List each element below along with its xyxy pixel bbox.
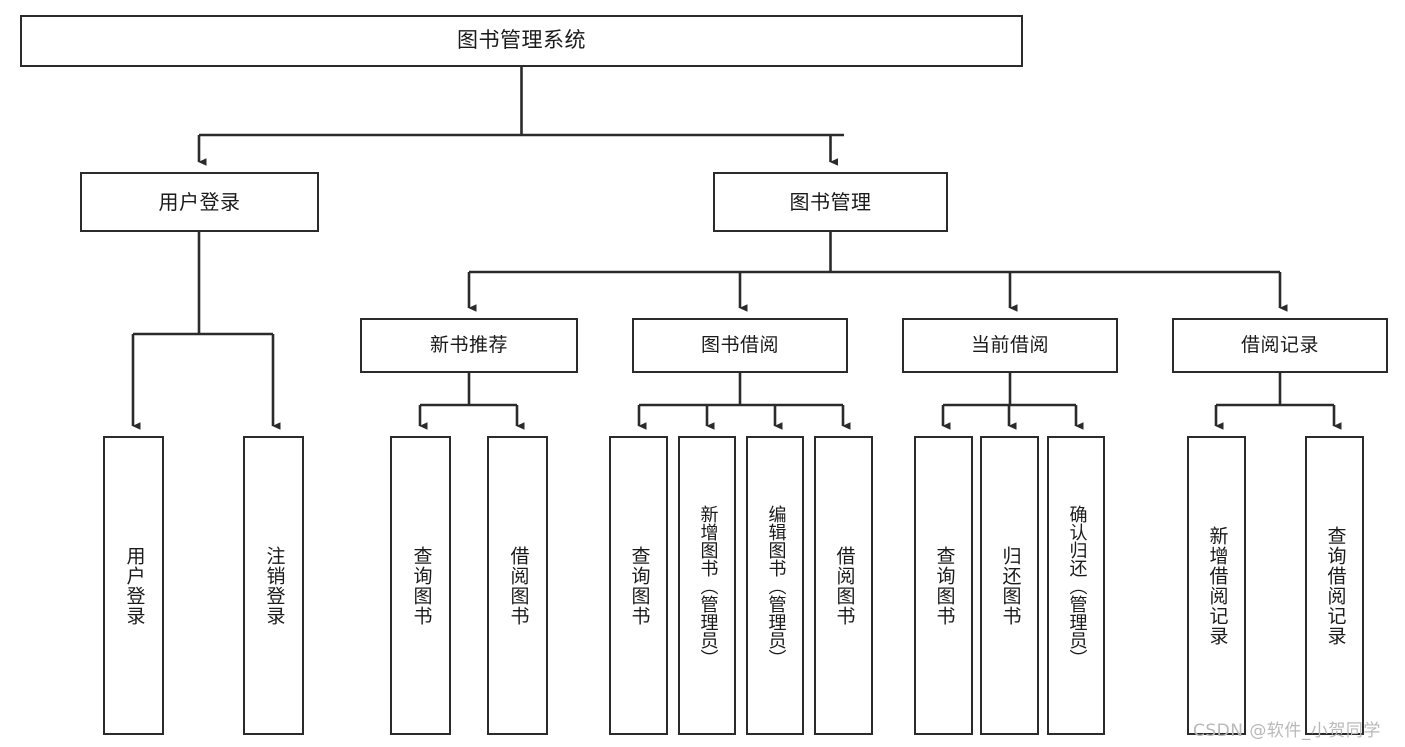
node-leaf-edit-book-admin[interactable]: 编辑图书（管理员）	[746, 436, 804, 735]
node-leaf-logout-login-label: 注销登录	[263, 545, 286, 626]
node-leaf-borrow-book-2-label: 借阅图书	[833, 545, 856, 626]
node-book-borrow[interactable]: 图书借阅	[632, 318, 848, 373]
node-current-borrow-label: 当前借阅	[970, 333, 1049, 356]
csdn-watermark: CSDN @软件_小贺同学	[1193, 721, 1381, 741]
node-root[interactable]: 图书管理系统	[20, 15, 1023, 67]
node-leaf-edit-book-admin-label: 编辑图书（管理员）	[765, 504, 787, 667]
node-leaf-borrow-book-1-label: 借阅图书	[507, 545, 530, 626]
node-user-login[interactable]: 用户登录	[80, 172, 319, 232]
node-leaf-query-book-3-label: 查询图书	[933, 545, 956, 626]
node-leaf-return-book-label: 归还图书	[999, 545, 1022, 626]
node-leaf-borrow-book-2[interactable]: 借阅图书	[814, 436, 873, 735]
node-leaf-borrow-book-1[interactable]: 借阅图书	[487, 436, 548, 735]
node-borrow-record[interactable]: 借阅记录	[1172, 318, 1388, 373]
node-book-manage-label: 图书管理	[789, 189, 872, 214]
node-leaf-confirm-return-admin[interactable]: 确认归还（管理员）	[1047, 436, 1105, 735]
node-current-borrow[interactable]: 当前借阅	[902, 318, 1118, 373]
node-root-label: 图书管理系统	[457, 28, 586, 53]
node-leaf-query-book-1-label: 查询图书	[410, 545, 433, 626]
node-leaf-query-borrow-record-label: 查询借阅记录	[1324, 525, 1347, 646]
node-leaf-add-book-admin-label: 新增图书（管理员）	[697, 504, 719, 667]
node-leaf-add-borrow-record[interactable]: 新增借阅记录	[1187, 436, 1246, 735]
node-leaf-query-book-1[interactable]: 查询图书	[390, 436, 451, 735]
node-leaf-return-book[interactable]: 归还图书	[980, 436, 1039, 735]
node-new-book-recommend-label: 新书推荐	[429, 333, 508, 356]
node-book-manage[interactable]: 图书管理	[713, 172, 948, 232]
node-leaf-add-borrow-record-label: 新增借阅记录	[1206, 525, 1229, 646]
node-borrow-record-label: 借阅记录	[1240, 333, 1319, 356]
node-new-book-recommend[interactable]: 新书推荐	[360, 318, 578, 373]
node-leaf-logout-login[interactable]: 注销登录	[243, 436, 304, 735]
node-leaf-confirm-return-admin-label: 确认归还（管理员）	[1066, 504, 1088, 667]
node-user-login-label: 用户登录	[158, 189, 241, 214]
node-leaf-query-book-2[interactable]: 查询图书	[609, 436, 668, 735]
node-leaf-user-login[interactable]: 用户登录	[103, 436, 164, 735]
node-leaf-query-book-2-label: 查询图书	[628, 545, 651, 626]
node-leaf-add-book-admin[interactable]: 新增图书（管理员）	[678, 436, 736, 735]
node-leaf-query-borrow-record[interactable]: 查询借阅记录	[1305, 436, 1364, 735]
node-book-borrow-label: 图书借阅	[700, 333, 779, 356]
node-leaf-user-login-label: 用户登录	[123, 545, 146, 626]
node-leaf-query-book-3[interactable]: 查询图书	[914, 436, 973, 735]
